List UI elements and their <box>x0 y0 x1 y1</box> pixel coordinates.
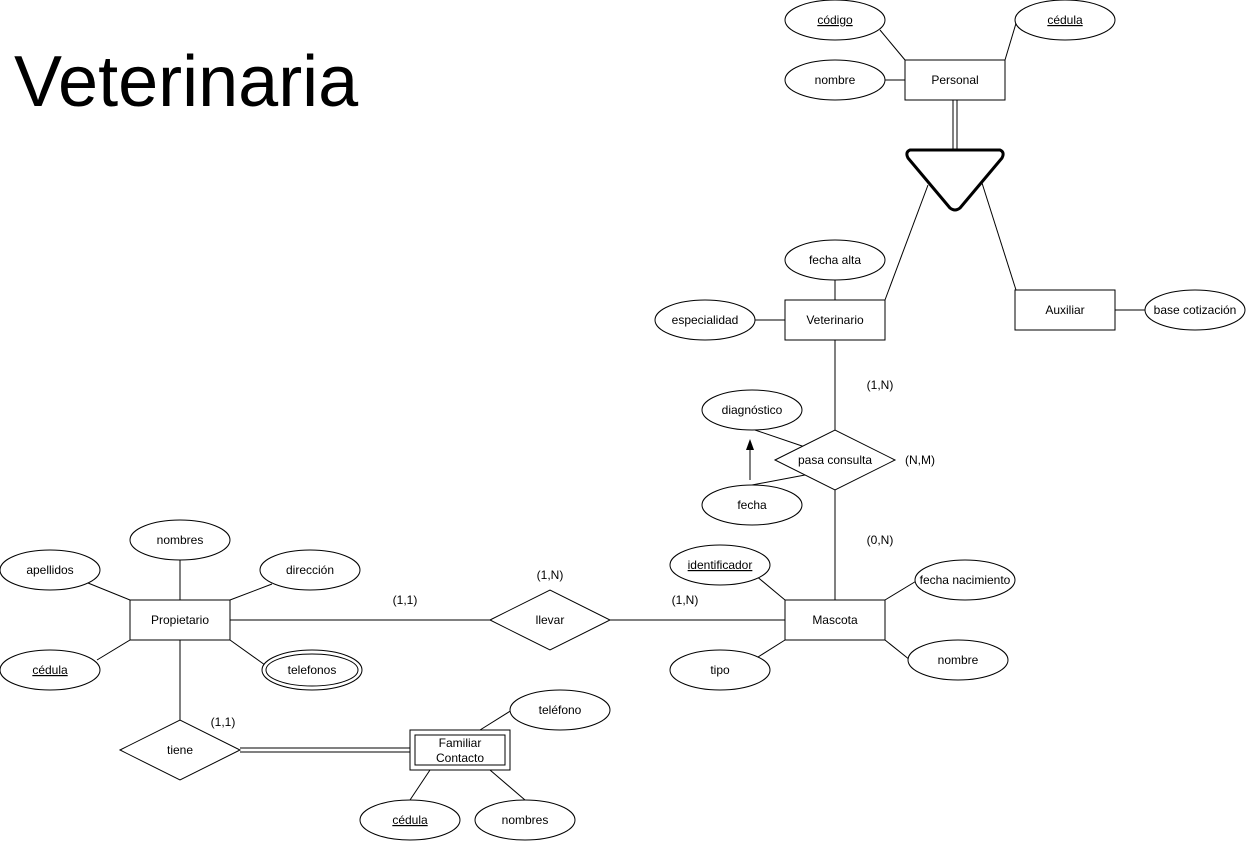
entity-label-line2: Contacto <box>436 751 484 765</box>
isa-triangle <box>905 148 1005 212</box>
attribute-label: nombres <box>502 813 549 827</box>
entity-label: Propietario <box>151 613 209 627</box>
attribute-label: especialidad <box>672 313 739 327</box>
attribute-label: nombre <box>815 73 856 87</box>
attribute-propietario-nombres[interactable]: nombres <box>129 519 231 561</box>
relationship-llevar[interactable]: llevar <box>488 589 612 651</box>
entity-mascota[interactable]: Mascota <box>784 599 886 641</box>
attribute-label: apellidos <box>26 563 73 577</box>
entity-propietario[interactable]: Propietario <box>129 599 231 641</box>
entity-label-line1: Familiar <box>439 736 482 750</box>
entity-label: Veterinario <box>806 313 864 327</box>
edge-prop-apellidos <box>87 582 131 601</box>
attribute-label: cédula <box>1047 13 1083 27</box>
edge-mascota-tipo <box>757 639 786 658</box>
cardinality-mascota-consulta: (0,N) <box>867 533 894 547</box>
attribute-veterinario-especialidad[interactable]: especialidad <box>654 299 756 341</box>
relationship-pasa-consulta[interactable]: pasa consulta <box>773 429 897 491</box>
edge-prop-direccion <box>229 583 273 601</box>
attribute-personal-nombre[interactable]: nombre <box>784 59 886 101</box>
cardinality-labels: (1,N) (N,M) (0,N) (1,N) (1,1) (1,N) (1,1… <box>211 378 935 729</box>
edge-prop-cedula <box>96 639 131 661</box>
attribute-label: fecha <box>737 498 767 512</box>
attribute-familiar-nombres[interactable]: nombres <box>474 799 576 841</box>
relationship-label: pasa consulta <box>798 453 872 467</box>
entity-veterinario[interactable]: Veterinario <box>784 299 886 341</box>
entity-label: Mascota <box>812 613 858 627</box>
attribute-mascota-fecha-nacimiento[interactable]: fecha nacimiento <box>914 559 1016 601</box>
cardinality-mascota-llevar: (1,N) <box>672 593 699 607</box>
weak-entity-familiar-contacto[interactable]: Familiar Contacto <box>409 729 511 771</box>
attribute-veterinario-fecha-alta[interactable]: fecha alta <box>784 239 886 281</box>
attribute-personal-cedula[interactable]: cédula <box>1014 0 1116 41</box>
edge-personal-codigo <box>879 29 906 61</box>
attribute-mascota-tipo[interactable]: tipo <box>669 649 771 691</box>
attribute-label: dirección <box>286 563 334 577</box>
attribute-propietario-cedula[interactable]: cédula <box>0 649 101 691</box>
attribute-consulta-diagnostico[interactable]: diagnóstico <box>701 389 803 431</box>
attribute-familiar-telefono[interactable]: teléfono <box>509 689 611 731</box>
entity-personal[interactable]: Personal <box>904 59 1006 101</box>
edge-personal-cedula <box>1004 19 1018 61</box>
edge-prop-telefonos <box>229 639 266 666</box>
relationship-label: llevar <box>536 613 565 627</box>
edge-isa-veterinario <box>884 184 929 301</box>
edge-consulta-diagnostico <box>754 429 806 448</box>
edge-fam-cedula <box>409 769 431 801</box>
attribute-personal-codigo[interactable]: código <box>784 0 886 41</box>
cardinality-propietario-llevar: (1,1) <box>393 593 418 607</box>
entity-label: Auxiliar <box>1045 303 1084 317</box>
edge-fam-telefono <box>479 709 513 731</box>
attribute-mascota-nombre[interactable]: nombre <box>907 639 1009 681</box>
multivalued-attribute-propietario-telefonos[interactable]: telefonos <box>261 649 363 691</box>
attribute-label: teléfono <box>539 703 582 717</box>
attribute-label: fecha alta <box>809 253 861 267</box>
attribute-label: código <box>817 13 853 27</box>
edge-fam-nombres <box>489 769 526 801</box>
edge-mascota-nombre <box>884 639 911 661</box>
relationship-label: tiene <box>167 743 193 757</box>
edge-isa-auxiliar <box>981 182 1017 291</box>
attribute-label: diagnóstico <box>722 403 783 417</box>
arrowhead-icon <box>746 439 754 450</box>
attribute-label: nombre <box>938 653 979 667</box>
edge-consulta-fecha <box>751 474 806 486</box>
attribute-label: fecha nacimiento <box>920 573 1011 587</box>
relationship-tiene[interactable]: tiene <box>118 719 242 781</box>
entity-label: Personal <box>931 73 978 87</box>
edge-mascota-fechanac <box>884 579 919 601</box>
attribute-propietario-direccion[interactable]: dirección <box>259 549 361 591</box>
diagram-title: Veterinaria <box>14 42 359 122</box>
attribute-label: telefonos <box>288 663 337 677</box>
cardinality-llevar-top: (1,N) <box>537 568 564 582</box>
attribute-auxiliar-base-cotizacion[interactable]: base cotización <box>1144 289 1246 331</box>
attribute-propietario-apellidos[interactable]: apellidos <box>0 549 101 591</box>
attribute-label: identificador <box>688 558 753 572</box>
cardinality-tiene-familiar: (1,1) <box>211 715 236 729</box>
attribute-label: cédula <box>32 663 68 677</box>
attribute-familiar-cedula[interactable]: cédula <box>359 799 461 841</box>
attribute-label: base cotización <box>1154 303 1237 317</box>
attribute-mascota-identificador[interactable]: identificador <box>669 544 771 586</box>
connectors <box>87 19 1145 801</box>
cardinality-consulta-nm: (N,M) <box>905 453 935 467</box>
attribute-consulta-fecha[interactable]: fecha <box>701 484 803 526</box>
attribute-label: tipo <box>710 663 730 677</box>
entity-auxiliar[interactable]: Auxiliar <box>1014 289 1116 331</box>
attribute-label: nombres <box>157 533 204 547</box>
cardinality-veterinario-consulta: (1,N) <box>867 378 894 392</box>
attribute-label: cédula <box>392 813 428 827</box>
edge-mascota-identificador <box>754 574 786 601</box>
